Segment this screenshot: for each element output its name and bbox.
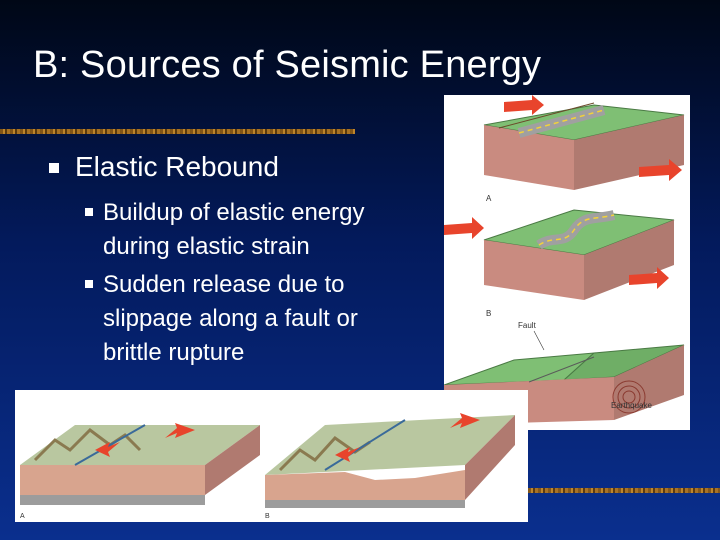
fault-label: Fault [518,321,537,330]
decorative-rule-bottom [528,488,720,493]
bullet-elastic-rebound: Elastic Rebound [75,151,279,182]
bullet-square-icon [49,163,59,173]
sub-bullet-buildup: Buildup of elastic energy during elastic… [103,199,365,260]
sub-bullet-square-icon [85,280,93,288]
elastic-rebound-illustration: A B Fault Earthquake [444,95,685,425]
figure-bottom-panel-b-label: B [265,513,270,520]
figure-right-panel-b-label: B [486,309,491,318]
sub-bullet-release: Sudden release due to slippage along a f… [103,271,358,366]
earthquake-label: Earthquake [611,401,652,410]
decorative-rule-top [0,129,355,134]
sub-bullet-square-icon [85,208,93,216]
slide-title: B: Sources of Seismic Energy [33,44,542,86]
figure-right-panel-a-label: A [486,194,492,203]
fault-terrain-figure: A B [15,390,528,522]
figure-bottom-panel-a-label: A [20,513,25,520]
fault-terrain-illustration: A B [20,413,515,520]
elastic-rebound-figure: A B Fault Earthquake [444,95,690,430]
